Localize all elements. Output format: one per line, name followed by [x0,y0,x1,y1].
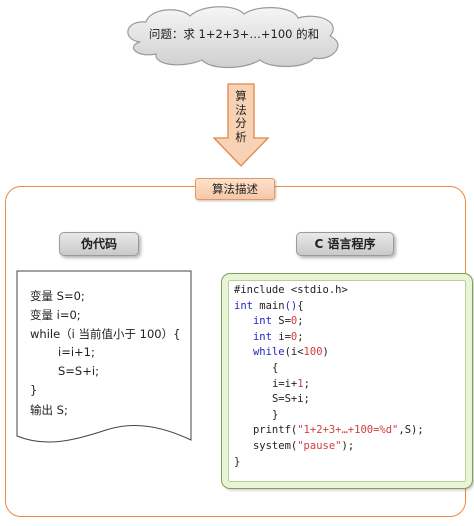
pseudocode-line: while（i 当前值小于 100）{ [30,327,181,341]
code-token: ; [297,315,304,328]
code-line: i=i+1; [234,378,310,390]
code-line: { [234,362,278,374]
pseudocode-line: } [30,383,38,397]
code-token: (i< [284,346,304,359]
code-token: () [284,299,298,312]
code-line: printf("1+2+3+…+100=%d",S); [234,424,424,436]
code-token: int [234,299,253,312]
pseudocode-line: S=S+i; [58,364,99,378]
c-program-label: C 语言程序 [296,232,394,256]
code-token: i= [271,330,291,343]
code-token: ; [303,377,310,390]
code-token: ); [341,440,355,452]
code-token: ; [297,330,304,343]
pseudocode-label: 伪代码 [59,232,139,256]
code-line: #include <stdio.h> [234,284,348,296]
pseudocode-line: 变量 i=0; [30,308,81,322]
code-token: "1+2+3+…+100=%d" [297,424,399,437]
code-token: printf( [252,424,298,437]
code-line: } [234,409,278,421]
code-token: ,S); [398,424,424,437]
code-token: int [252,330,272,343]
pseudocode-line: i=i+1; [58,345,95,359]
code-line: } [234,456,240,468]
document-shape [16,270,192,443]
c-code-panel: #include <stdio.h>int main(){ int S=0; i… [222,274,472,488]
code-token: int [252,315,272,328]
code-token: while [252,346,285,359]
code-token: "pause" [297,440,342,452]
pseudocode-line: 输出 S; [30,403,68,417]
code-token: ) [322,346,329,359]
code-token: #include <stdio.h> [234,284,348,296]
down-arrow-icon [212,83,270,167]
problem-cloud: 问题：求 1+2+3+…+100 的和 [118,4,350,70]
code-line: S=S+i; [234,393,310,405]
code-token: i=i+ [271,377,298,390]
code-token: 100 [303,346,323,359]
code-token: 0 [290,330,298,343]
code-line: int main(){ [234,300,304,312]
frame-title: 算法描述 [195,178,275,200]
pseudocode-document: 变量 S=0; 变量 i=0; while（i 当前值小于 100）{ i=i+… [16,270,192,446]
code-line: system("pause"); [234,440,354,452]
code-token: } [271,408,279,421]
problem-text: 问题：求 1+2+3+…+100 的和 [148,27,320,41]
code-token: 1 [297,377,304,390]
code-token: { [297,299,304,312]
code-token: { [271,362,279,374]
code-token: } [234,455,241,468]
cloud-shape [127,6,339,69]
code-line: int S=0; [234,315,304,327]
code-token: S=S+i; [271,393,310,406]
code-token: 0 [290,315,298,328]
code-token: S= [271,315,291,328]
code-line: while(i<100) [234,346,329,358]
code-token: system( [252,440,298,452]
pseudocode-line: 变量 S=0; [30,289,85,303]
code-token: main [252,299,285,312]
code-line: int i=0; [234,331,304,343]
analysis-arrow: 算 法 分 析 [210,82,272,168]
arrow-label: 算 法 分 析 [235,89,247,144]
